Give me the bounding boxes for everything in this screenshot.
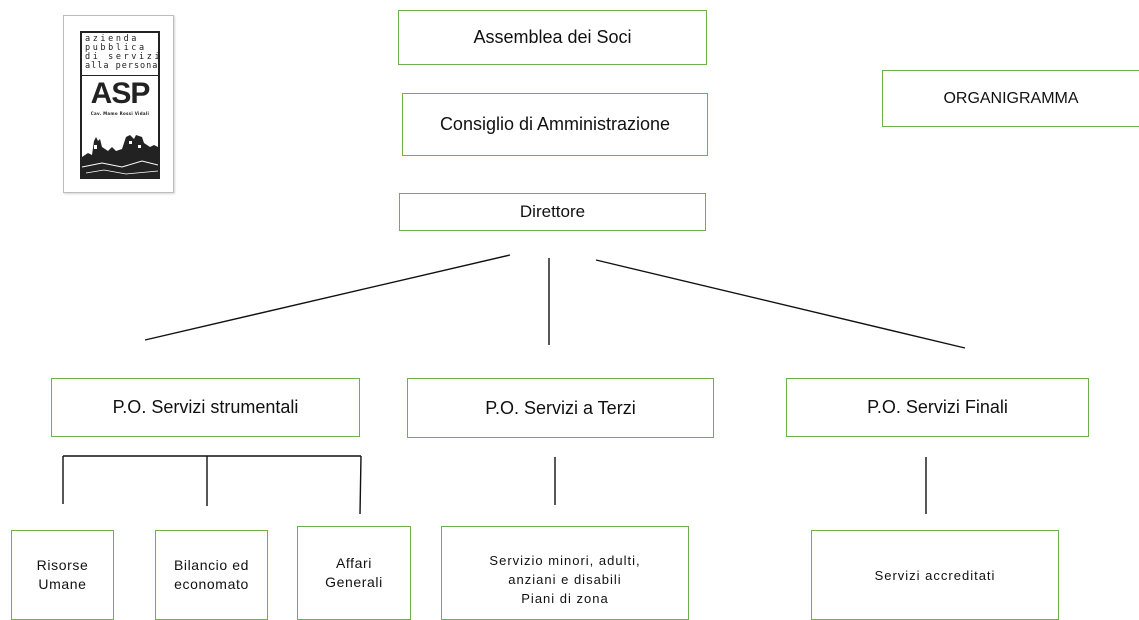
logo-text-line-3: di servizi [85,52,160,62]
node-label: Consiglio di Amministrazione [439,114,671,134]
connector-affari-generali [359,455,362,515]
node-assemblea-soci: Assemblea dei Soci [398,10,707,65]
asp-logo-emblem: azienda pubblica di servizi alla persona… [80,31,160,179]
logo-text-line-2: pubblica [85,43,147,53]
logo-text-line-4: alla persona [85,61,159,71]
node-po-servizi-strumentali: P.O. Servizi strumentali [51,378,360,437]
node-label: Risorse Umane [36,557,89,592]
logo: azienda pubblica di servizi alla persona… [63,15,174,193]
node-label: Servizio minori, adulti, anziani e disab… [489,552,641,606]
node-label: Affari Generali [325,555,383,590]
node-affari-generali: Affari Generali [297,526,411,620]
node-po-servizi-terzi: P.O. Servizi a Terzi [407,378,714,438]
node-label: Direttore [519,202,586,221]
node-label: Servizi accreditati [874,567,996,583]
node-bilancio-economato: Bilancio ed economato [155,530,268,620]
node-label: P.O. Servizi strumentali [112,397,299,417]
logo-acronym: ASP [90,77,151,110]
logo-subtitle: Cav. Mamo Rossi Vidali [90,111,150,116]
node-label: Assemblea dei Soci [473,27,632,47]
node-label: Bilancio ed economato [173,557,250,592]
node-direttore: Direttore [399,193,706,231]
node-servizi-accreditati: Servizi accreditati [811,530,1059,620]
node-consiglio-amministrazione: Consiglio di Amministrazione [402,93,708,156]
node-risorse-umane: Risorse Umane [11,530,114,620]
node-label: P.O. Servizi Finali [867,397,1008,417]
connector-direttore-finali [595,259,966,349]
town-silhouette-icon [82,135,158,177]
node-po-servizi-finali: P.O. Servizi Finali [786,378,1089,437]
node-servizio-minori: Servizio minori, adulti, anziani e disab… [441,526,689,620]
node-label: P.O. Servizi a Terzi [485,397,636,418]
logo-text-line-1: azienda [85,34,140,44]
connector-direttore-strumentali [144,254,511,341]
organigramma-title-box: ORGANIGRAMMA [882,70,1139,127]
page-title: ORGANIGRAMMA [943,89,1079,107]
